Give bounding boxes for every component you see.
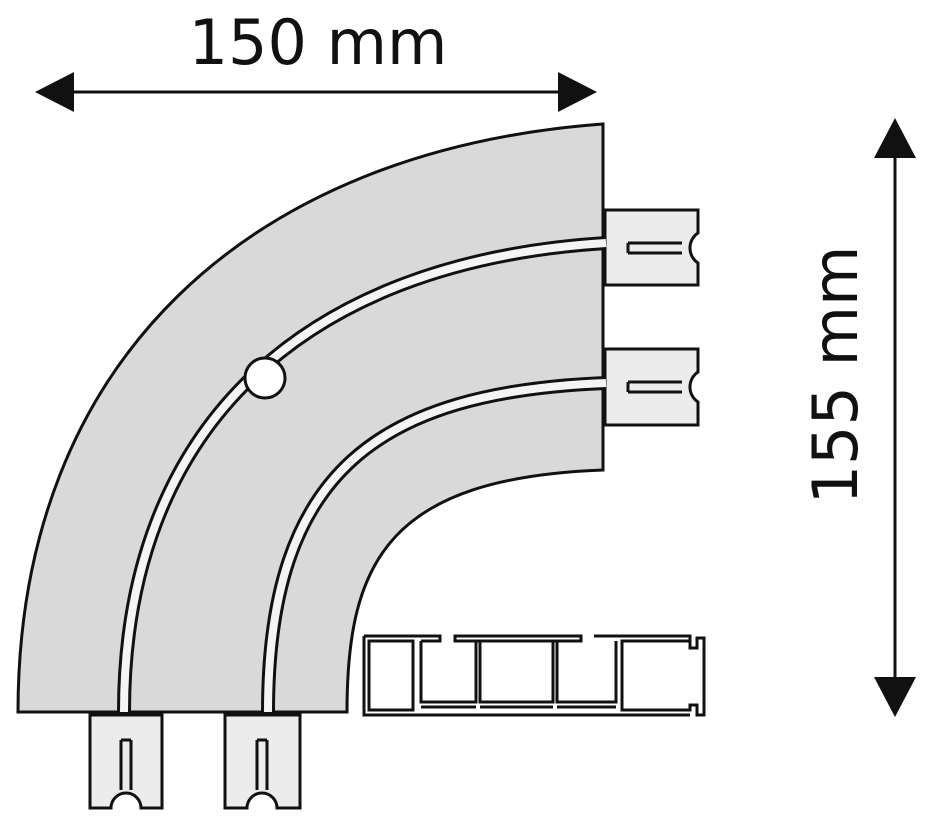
height-dimension: 155 mm — [799, 118, 916, 717]
mounting-hole — [243, 356, 287, 400]
track-groove-inner — [261, 376, 607, 713]
arrow-down-icon — [874, 677, 916, 717]
height-label: 155 mm — [799, 246, 872, 505]
arrow-left-icon — [35, 72, 74, 112]
width-label: 150 mm — [189, 6, 448, 79]
right-connector-top — [603, 208, 700, 287]
track-cross-section — [362, 634, 706, 717]
bottom-connector-right — [223, 713, 302, 810]
arrow-up-icon — [874, 118, 916, 158]
corner-body — [16, 122, 605, 714]
bottom-connector-left — [88, 713, 164, 810]
width-dimension: 150 mm — [35, 6, 597, 112]
arrow-right-icon — [558, 72, 597, 112]
right-connector-bottom — [603, 347, 700, 427]
